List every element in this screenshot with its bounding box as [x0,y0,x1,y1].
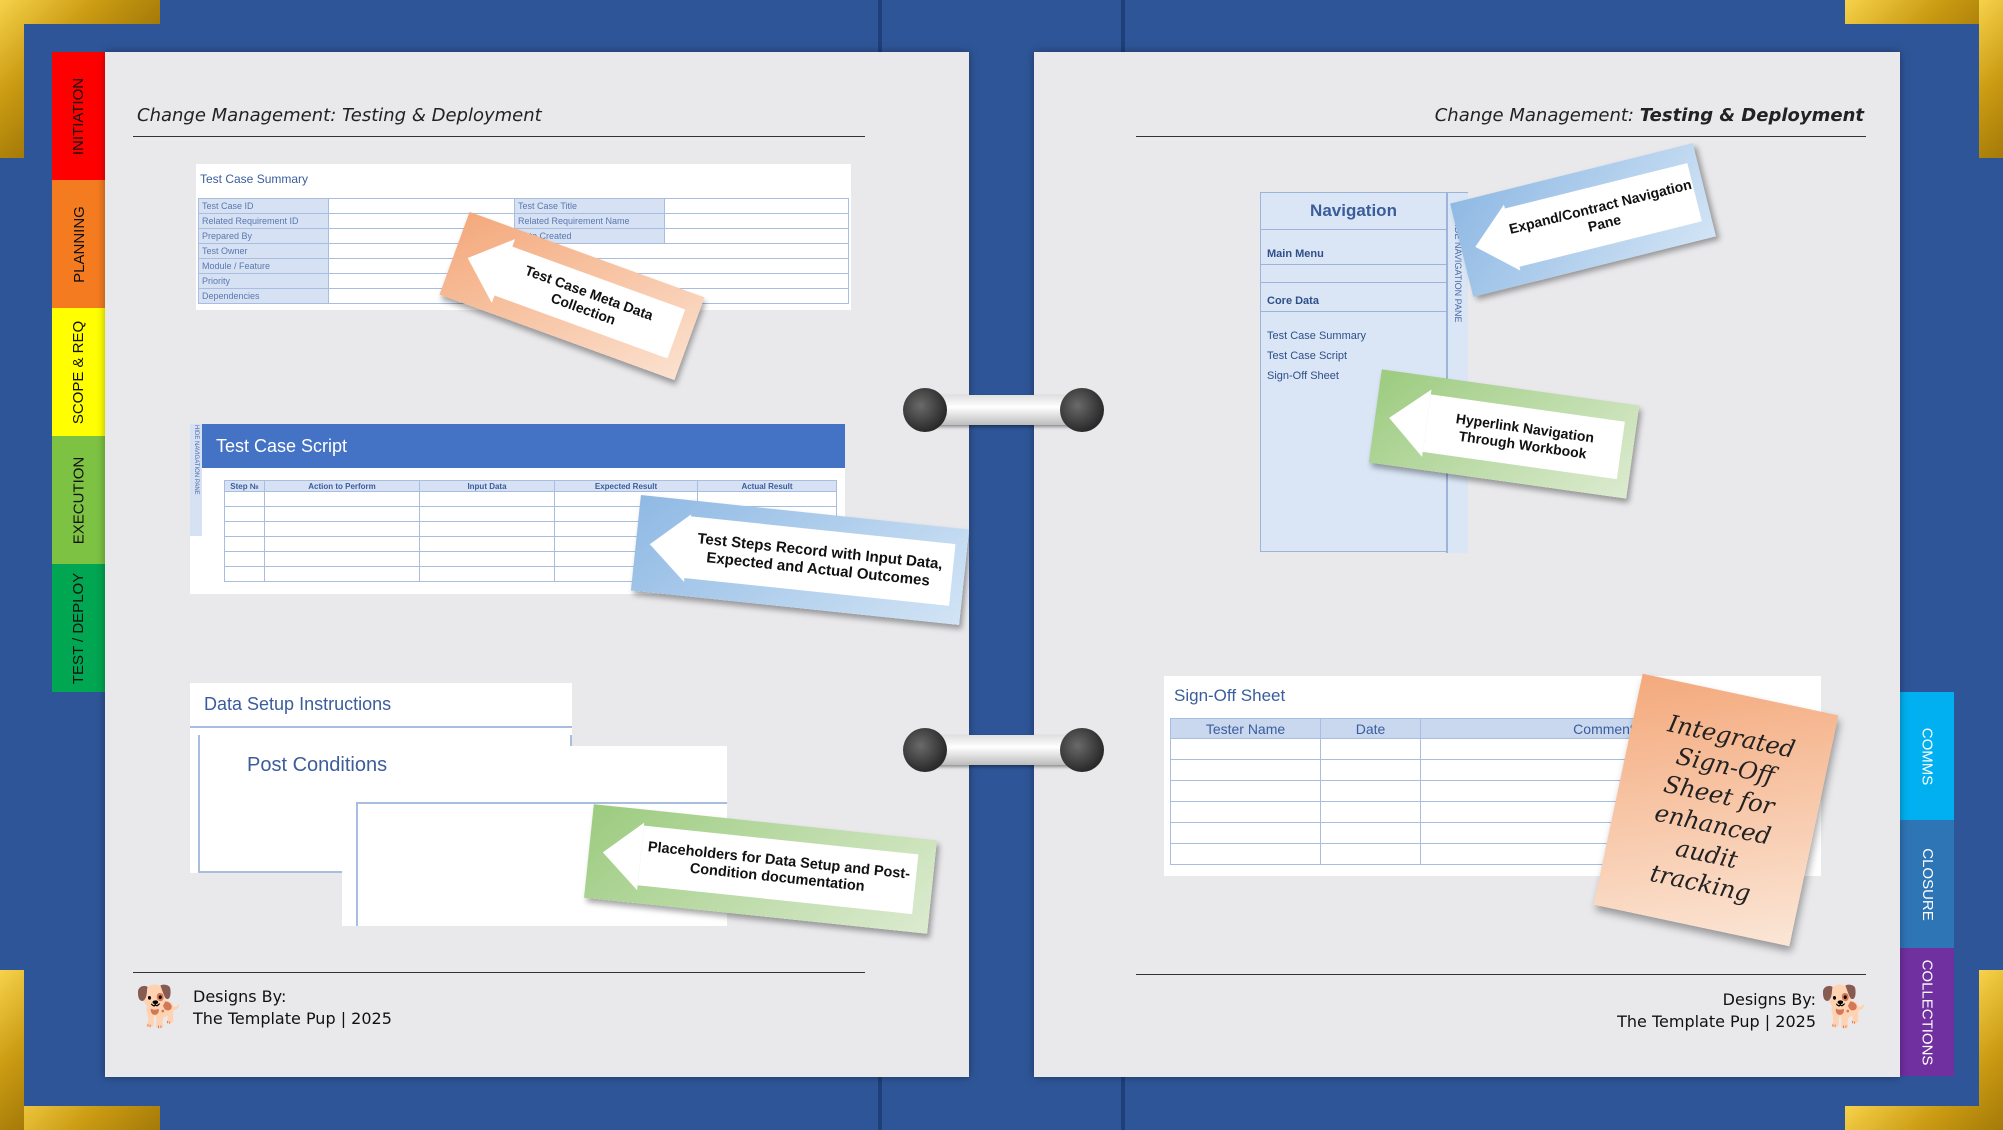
binder-corner [0,970,24,1130]
table-cell[interactable] [664,198,849,214]
table-row [224,491,837,507]
footer: Designs By: The Template Pup | 2025 [1617,989,1816,1033]
nav-main-menu[interactable]: Main Menu [1261,230,1446,265]
binder-ring-cap [1060,728,1104,772]
tab-scope-req[interactable]: SCOPE & REQ [52,308,106,436]
tab-execution[interactable]: EXECUTION [52,436,106,564]
tab-collections[interactable]: COLLECTIONS [1900,948,1954,1076]
note-test-steps: Test Steps Record with Input Data, Expec… [630,495,969,625]
header-rule [133,136,865,137]
tab-comms[interactable]: COMMS [1900,692,1954,820]
tab-closure[interactable]: CLOSURE [1900,820,1954,948]
binder-corner [0,0,24,158]
left-page: Change Management: Testing & Deployment … [105,52,969,1077]
note-label: Placeholders for Data Setup and Post-Con… [637,825,919,915]
footer: Designs By: The Template Pup | 2025 [193,986,392,1030]
pup-logo-icon: 🐕 [1820,985,1870,1029]
note-expand-contract: Expand/Contract Navigation Pane [1450,143,1716,297]
note-label: Expand/Contract Navigation Pane [1502,163,1702,268]
script-title: Test Case Script [202,424,845,468]
right-page: Change Management: Testing & Deployment … [1034,52,1900,1077]
page-header: Change Management: Testing & Deployment [1435,105,1864,126]
post-conditions-title: Post Conditions [247,754,388,776]
header-bold: Testing & Deployment [1639,105,1864,126]
navigation-pane: Navigation Main Menu Core Data Test Case… [1260,192,1468,553]
signoff-title: Sign-Off Sheet [1174,686,1286,705]
note-label: Hyperlink Navigation Through Workbook [1422,394,1625,480]
pup-logo-icon: 🐕 [135,985,185,1029]
header-rule [1136,136,1866,137]
tab-planning[interactable]: PLANNING [52,180,106,308]
nav-link-summary[interactable]: Test Case Summary [1267,330,1367,342]
nav-title: Navigation [1261,193,1446,230]
nav-core-data[interactable]: Core Data [1261,283,1446,312]
tab-test-deploy[interactable]: TEST / DEPLOY [52,564,106,692]
binder-ring-cap [903,728,947,772]
footer-line: Designs By: [1722,990,1816,1009]
page-header: Change Management: Testing & Deployment [137,105,542,126]
table-row [1170,780,1690,802]
table-row [1170,759,1690,781]
table-cell[interactable] [664,213,849,229]
sticky-note-text: Integrated Sign-Off Sheet for enhanced a… [1647,709,1798,908]
tab-initiation[interactable]: INITIATION [52,52,106,180]
binder-corner [1845,1106,2003,1130]
footer-line: The Template Pup | 2025 [193,1009,392,1028]
hide-navigation-strip[interactable]: HIDE NAVIGATION PANE [190,424,202,536]
binder-ring-cap [903,388,947,432]
binder-ring-cap [1060,388,1104,432]
header-prefix: Change Management: [1434,105,1640,126]
nav-link-signoff[interactable]: Sign-Off Sheet [1267,370,1339,382]
table-header-row: Tester Name Date Comments / Obse [1170,718,1690,739]
table-row [1170,738,1690,760]
table-header-row: Step № Action to Perform Input Data Expe… [224,480,837,492]
footer-rule [1136,974,1866,975]
binder-corner [0,0,160,24]
binder-corner [0,1106,160,1130]
binder-corner [1979,970,2003,1130]
footer-line: The Template Pup | 2025 [1617,1012,1816,1031]
test-case-script-card: HIDE NAVIGATION PANE Test Case Script St… [190,424,845,594]
footer-line: Designs By: [193,987,287,1006]
binder-corner [1979,0,2003,158]
note-label: Test Steps Record with Input Data, Expec… [682,516,956,606]
data-setup-title: Data Setup Instructions [190,683,572,728]
footer-rule [133,972,865,973]
table-cell[interactable] [328,198,515,214]
nav-link-script[interactable]: Test Case Script [1267,350,1348,362]
binder-corner [1845,0,2003,24]
summary-title: Test Case Summary [200,172,309,186]
table-cell[interactable] [664,228,849,244]
